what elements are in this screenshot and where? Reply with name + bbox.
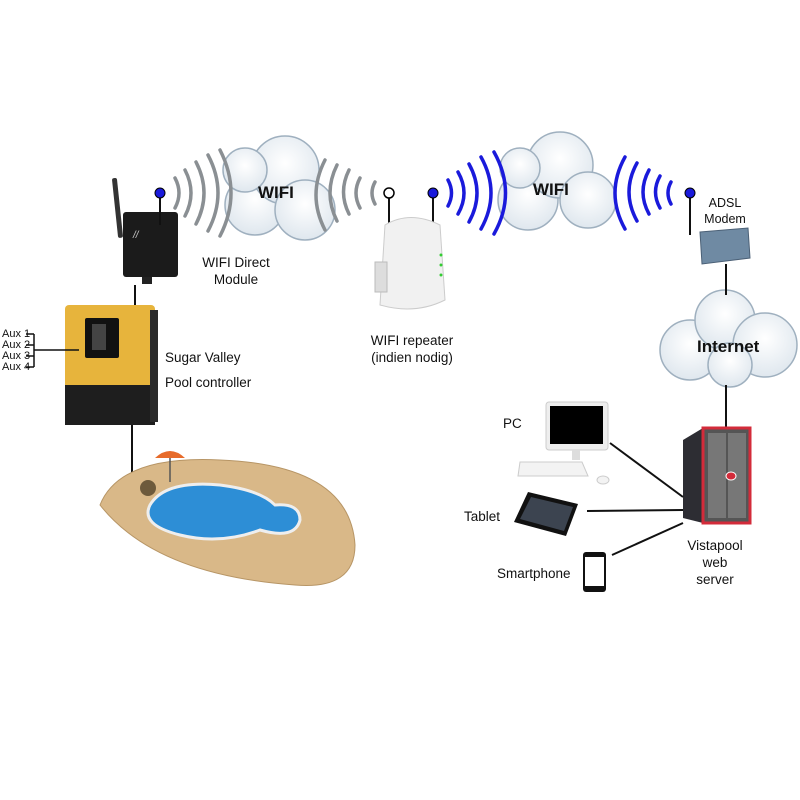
modem-label-line2: Modem [704, 212, 746, 226]
swimming-pool-icon [99, 451, 356, 586]
aux-2-label: Aux 2 [2, 339, 31, 351]
repeater-label: WIFI repeater (indien nodig) [352, 332, 472, 366]
wifi-cloud-right-label: WIFI [533, 180, 569, 199]
aux-1-label: Aux 1 [2, 328, 31, 340]
smartphone-icon [583, 552, 606, 592]
wifi-module-label: WIFI Direct Module [186, 254, 286, 288]
web-server-icon [683, 385, 752, 525]
smartphone-label: Smartphone [497, 566, 571, 581]
repeater-label-line1: WIFI repeater [370, 333, 454, 348]
server-label-line3: server [696, 572, 734, 587]
repeater-label-line2: (indien nodig) [371, 350, 453, 365]
connection-lines [586, 442, 684, 556]
wifi-repeater-icon [374, 187, 446, 310]
aux-3-label: Aux 3 [2, 350, 31, 362]
wifi-cloud-left-label: WIFI [258, 183, 294, 202]
pc-icon [517, 401, 610, 485]
internet-cloud-icon [659, 289, 798, 388]
aux-4-label: Aux 4 [2, 361, 31, 373]
controller-label-line2: Pool controller [165, 375, 252, 390]
internet-cloud-label: Internet [697, 337, 760, 356]
wifi-module-label-line2: Module [213, 272, 259, 287]
server-label: Vistapool web server [675, 537, 755, 588]
tablet-icon [514, 492, 578, 536]
adsl-modem-icon [684, 187, 751, 295]
server-label-line2: web [702, 555, 728, 570]
server-label-line1: Vistapool [687, 538, 743, 553]
modem-label-line1: ADSL [708, 196, 742, 210]
wifi-signal-waves-icon [173, 148, 673, 238]
wifi-module-label-line1: WIFI Direct [202, 255, 270, 270]
pool-controller-icon [26, 305, 158, 475]
modem-label: ADSL Modem [695, 195, 755, 227]
svg-text://: // [132, 230, 140, 241]
controller-label-line1: Sugar Valley [165, 350, 241, 365]
pc-label: PC [503, 416, 522, 431]
wifi-module-icon: // [112, 178, 178, 306]
tablet-label: Tablet [464, 509, 501, 524]
